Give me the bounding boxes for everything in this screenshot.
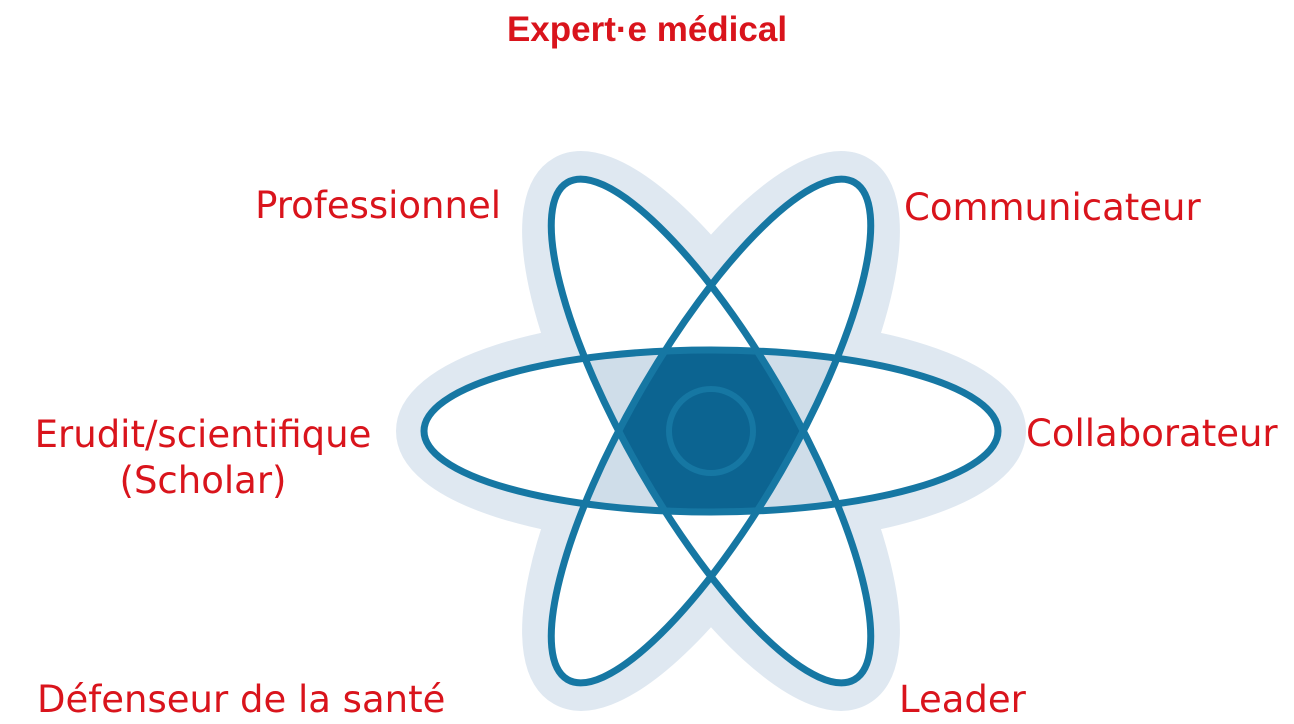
role-defenseur: Défenseur de la santé — [37, 678, 446, 721]
orbit-horizontal — [420, 346, 1002, 516]
role-erudit: Erudit/scientifique (Scholar) — [18, 412, 388, 504]
orbit-falling — [547, 175, 875, 687]
role-communicateur: Communicateur — [904, 186, 1201, 229]
center-circle — [666, 386, 756, 476]
diagram-title: Expert·e médical — [506, 10, 788, 49]
role-erudit-line1: Erudit/scientifique — [34, 413, 372, 456]
role-collaborateur: Collaborateur — [1026, 412, 1278, 455]
orbit-ellipses — [420, 175, 1002, 687]
orbit-rising — [547, 175, 875, 687]
role-erudit-line2: (Scholar) — [119, 459, 287, 502]
role-leader: Leader — [899, 678, 1026, 721]
role-professionnel: Professionnel — [255, 184, 501, 227]
